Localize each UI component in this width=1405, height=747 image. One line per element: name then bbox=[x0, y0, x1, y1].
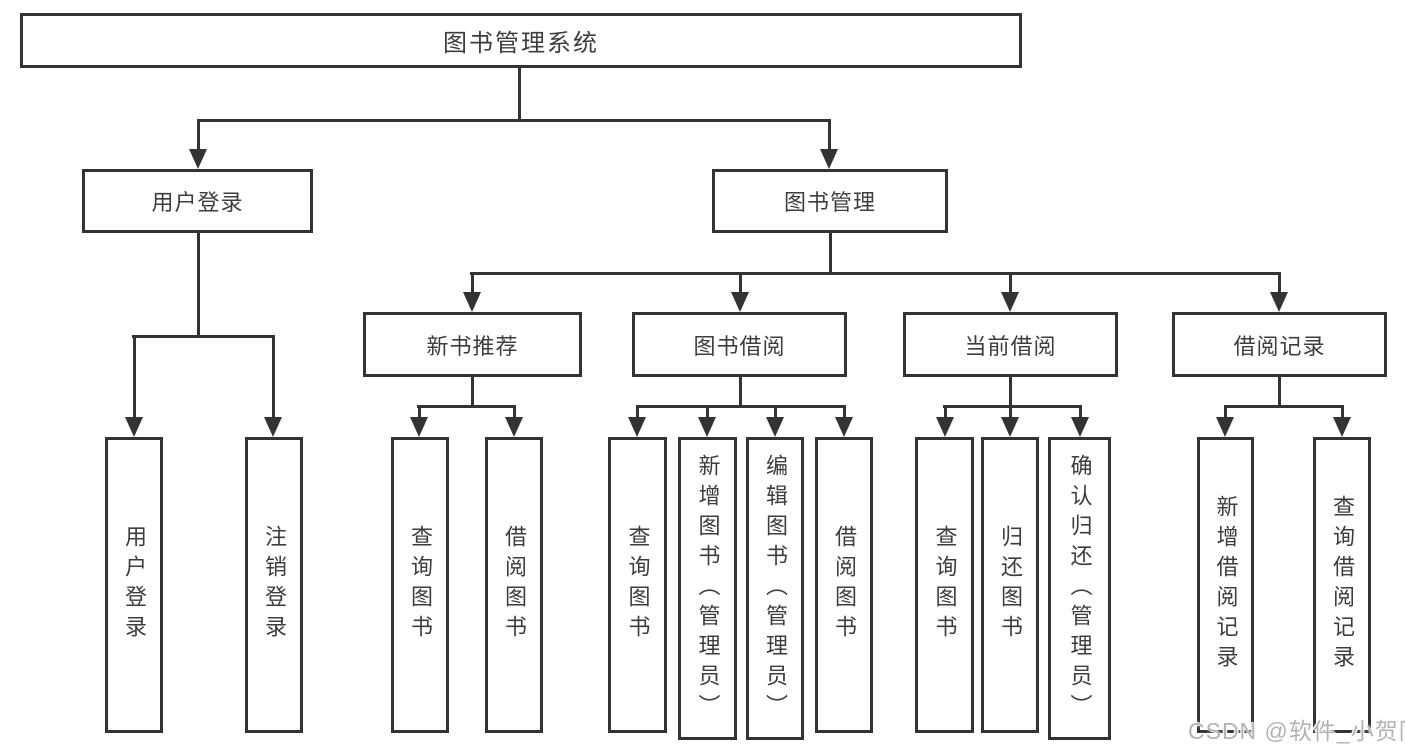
connector-drop bbox=[827, 119, 831, 152]
node-leaf-return-book: 归还图书 bbox=[981, 437, 1039, 733]
connector-stem bbox=[738, 377, 742, 408]
connector-hline bbox=[197, 119, 831, 122]
node-label: 查询图书 bbox=[408, 525, 433, 645]
node-borrow-records: 借阅记录 bbox=[1172, 312, 1387, 377]
arrow-down-icon bbox=[264, 417, 282, 437]
arrow-down-icon bbox=[731, 292, 749, 312]
arrow-down-icon bbox=[410, 417, 428, 437]
connector-drop bbox=[842, 405, 846, 419]
connector-drop bbox=[512, 405, 516, 419]
node-leaf-add-borrow-record: 新增借阅记录 bbox=[1197, 437, 1254, 733]
node-label: 新书推荐 bbox=[426, 333, 519, 359]
node-leaf-query-book-1: 查询图书 bbox=[391, 437, 449, 733]
node-label: 新增图书（管理员） bbox=[695, 453, 721, 724]
node-root-system: 图书管理系统 bbox=[20, 13, 1022, 68]
node-user-login: 用户登录 bbox=[82, 169, 313, 233]
connector-drop bbox=[635, 405, 639, 419]
node-leaf-confirm-return-admin: 确认归还（管理员） bbox=[1048, 437, 1111, 740]
connector-drop bbox=[1277, 272, 1281, 294]
node-label: 注销登录 bbox=[262, 525, 287, 645]
connector-drop bbox=[705, 405, 709, 419]
node-leaf-borrow-book-2: 借阅图书 bbox=[815, 437, 873, 733]
node-label: 借阅图书 bbox=[832, 525, 857, 645]
node-leaf-logout: 注销登录 bbox=[245, 437, 303, 733]
arrow-down-icon bbox=[1270, 292, 1288, 312]
node-label: 借阅记录 bbox=[1233, 333, 1326, 359]
node-leaf-borrow-book-1: 借阅图书 bbox=[485, 437, 543, 733]
connector-drop bbox=[271, 335, 275, 419]
connector-drop bbox=[470, 272, 474, 294]
connector-drop bbox=[1223, 405, 1227, 419]
connector-drop bbox=[417, 405, 421, 419]
node-leaf-query-book-3: 查询图书 bbox=[915, 437, 974, 733]
connector-hline bbox=[943, 405, 1081, 408]
node-label: 归还图书 bbox=[998, 525, 1023, 645]
node-label: 图书管理 bbox=[783, 190, 876, 215]
node-label: 当前借阅 bbox=[964, 333, 1057, 359]
arrow-down-icon bbox=[628, 417, 646, 437]
node-leaf-query-borrow-record: 查询借阅记录 bbox=[1313, 437, 1371, 733]
connector-drop bbox=[196, 119, 200, 152]
node-leaf-add-book-admin: 新增图书（管理员） bbox=[678, 437, 737, 740]
connector-drop bbox=[738, 272, 742, 294]
node-label: 新增借阅记录 bbox=[1213, 495, 1239, 675]
node-label: 用户登录 bbox=[122, 525, 147, 645]
arrow-down-icon bbox=[505, 417, 523, 437]
node-label: 编辑图书（管理员） bbox=[763, 453, 788, 724]
connector-drop bbox=[1008, 272, 1012, 294]
node-new-book-recommend: 新书推荐 bbox=[363, 312, 582, 377]
node-leaf-edit-book-admin: 编辑图书（管理员） bbox=[746, 437, 804, 740]
connector-drop bbox=[1008, 405, 1012, 419]
node-label: 查询图书 bbox=[625, 525, 651, 645]
connector-stem bbox=[470, 377, 474, 408]
arrow-down-icon bbox=[1071, 417, 1089, 437]
connector-stem bbox=[828, 233, 832, 275]
connector-drop bbox=[773, 405, 777, 419]
arrow-down-icon bbox=[189, 149, 207, 169]
arrow-down-icon bbox=[835, 417, 853, 437]
node-label: 借阅图书 bbox=[502, 525, 527, 645]
node-current-borrow: 当前借阅 bbox=[903, 312, 1118, 377]
connector-hline bbox=[636, 405, 845, 408]
arrow-down-icon bbox=[766, 417, 784, 437]
node-label: 图书借阅 bbox=[693, 333, 786, 359]
node-leaf-query-book-2: 查询图书 bbox=[608, 437, 667, 733]
connector-stem bbox=[1277, 377, 1281, 408]
arrow-down-icon bbox=[936, 417, 954, 437]
node-leaf-user-login: 用户登录 bbox=[105, 437, 163, 733]
arrow-down-icon bbox=[1001, 292, 1019, 312]
node-label: 用户登录 bbox=[151, 190, 244, 215]
connector-drop bbox=[943, 405, 947, 419]
node-label: 查询图书 bbox=[932, 525, 958, 645]
arrow-down-icon bbox=[698, 417, 716, 437]
connector-drop bbox=[1340, 405, 1344, 419]
arrow-down-icon bbox=[1216, 417, 1234, 437]
connector-hline bbox=[470, 272, 1281, 275]
arrow-down-icon bbox=[125, 417, 143, 437]
node-book-management: 图书管理 bbox=[712, 169, 948, 233]
node-label: 查询借阅记录 bbox=[1330, 495, 1355, 675]
node-label: 图书管理系统 bbox=[443, 30, 599, 57]
connector-drop bbox=[132, 335, 136, 419]
connector-hline bbox=[1224, 405, 1343, 408]
node-label: 确认归还（管理员） bbox=[1067, 453, 1093, 724]
connector-stem bbox=[196, 233, 200, 338]
node-book-borrow: 图书借阅 bbox=[632, 312, 847, 377]
connector-stem bbox=[1008, 377, 1012, 408]
connector-hline bbox=[132, 335, 275, 338]
arrow-down-icon bbox=[820, 149, 838, 169]
arrow-down-icon bbox=[1333, 417, 1351, 437]
connector-drop bbox=[1078, 405, 1082, 419]
arrow-down-icon bbox=[463, 292, 481, 312]
watermark-text: CSDN @软件_小贺同学 bbox=[1188, 718, 1405, 744]
arrow-down-icon bbox=[1001, 417, 1019, 437]
connector-hline bbox=[417, 405, 515, 408]
connector-stem bbox=[517, 68, 521, 121]
